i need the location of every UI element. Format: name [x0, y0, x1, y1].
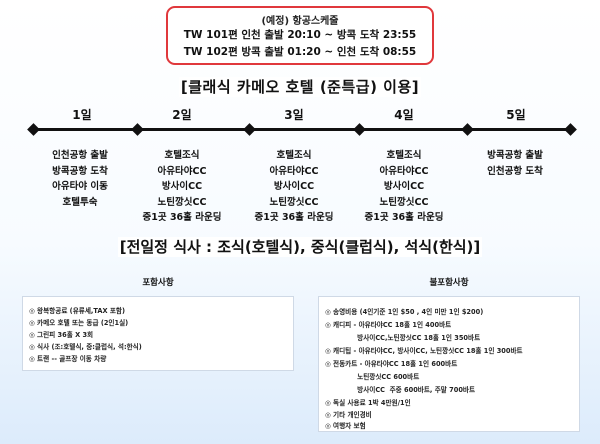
included-item: ◎ 식사 (조:호텔식, 중:클럽식, 석:한식): [29, 343, 142, 351]
flight-line-outbound: TW 101편 인천 출발 20:10 ~ 방콕 도착 23:55: [183, 29, 417, 41]
schedule-item: 중1곳 36홀 라운딩: [364, 212, 444, 223]
schedule-item: 방사이CC: [383, 181, 425, 192]
schedule-item: 방사이CC: [273, 181, 315, 192]
timeline-marker-4: [461, 123, 474, 136]
hotel-title: [클래식 카메오 호텔 (준특급) 이용]: [0, 76, 600, 97]
schedule-item: 방콕공항 출발: [487, 150, 543, 161]
day-label-5: 5일: [506, 108, 526, 122]
included-heading: 포함사항: [142, 278, 174, 288]
schedule-item: 중1곳 36홀 라운딩: [142, 212, 222, 223]
included-item: ◎ 왕복항공료 (유류세,TAX 포함): [29, 307, 126, 315]
timeline-marker-3: [353, 123, 366, 136]
flight-line-return: TW 102편 방콕 출발 01:20 ~ 인천 도착 08:55: [183, 46, 417, 58]
schedule-item: 방콕공항 도착: [52, 165, 108, 177]
day-label-1: 1일: [72, 108, 92, 122]
flight-schedule-box: (예정) 항공스케줄 TW 101편 인천 출발 20:10 ~ 방콕 도착 2…: [166, 6, 434, 65]
timeline-marker-1: [131, 123, 144, 136]
excluded-item: ◎ 송영비용 (4인기준 1인 $50 , 4인 미만 1인 $200): [325, 308, 484, 316]
meal-summary-text: [전일정 식사 : 조식(호텔식), 중식(클럽식), 석식(한식)]: [117, 237, 483, 257]
day-label-3: 3일: [284, 108, 304, 122]
day-schedule-1: 인천공항 출발 방콕공항 도착 아유타야 이동 호텔투숙: [30, 148, 130, 210]
included-item: ◎ 카메오 호텔 또는 동급 (2인1실): [29, 319, 129, 327]
meal-summary: [전일정 식사 : 조식(호텔식), 중식(클럽식), 석식(한식)]: [0, 236, 600, 257]
timeline-end-marker: [564, 123, 577, 136]
included-item: ◎ 그린피 36홀 X 3회: [29, 331, 94, 339]
schedule-item: 아유타야CC: [269, 165, 319, 177]
schedule-item: 방사이CC: [161, 181, 203, 192]
day-schedule-2: 호텔조식 아유타야CC 방사이CC 노틴깡싯CC 중1곳 36홀 라운딩: [132, 148, 232, 226]
schedule-item: 호텔투숙: [62, 196, 98, 208]
schedule-item: 노틴깡싯CC: [379, 196, 429, 208]
day-label-2: 2일: [172, 108, 192, 122]
day-label-4: 4일: [394, 108, 414, 122]
schedule-item: 인천공항 도착: [487, 165, 543, 177]
included-panel: ◎ 왕복항공료 (유류세,TAX 포함) ◎ 카메오 호텔 또는 동급 (2인1…: [22, 296, 294, 371]
schedule-item: 호텔조식: [276, 150, 312, 161]
schedule-item: 아유타야 이동: [52, 181, 108, 192]
schedule-item: 아유타야CC: [379, 165, 429, 177]
excluded-item: ◎ 캐디피 - 아유타야CC 18홀 1인 400바트: [325, 321, 452, 329]
schedule-item: 인천공항 출발: [52, 150, 108, 161]
day-schedule-3: 호텔조식 아유타야CC 방사이CC 노틴깡싯CC 중1곳 36홀 라운딩: [244, 148, 344, 226]
timeline-line: [34, 128, 570, 131]
day-schedule-4: 호텔조식 아유타야CC 방사이CC 노틴깡싯CC 중1곳 36홀 라운딩: [354, 148, 454, 226]
included-item: ◎ 트랜 -- 골프장 이동 차량: [29, 355, 107, 363]
schedule-item: 아유타야CC: [157, 165, 207, 177]
schedule-item: 중1곳 36홀 라운딩: [254, 212, 334, 223]
schedule-item: 호텔조식: [386, 150, 422, 161]
timeline-start-marker: [27, 123, 40, 136]
excluded-item: 방사이CC 주중 600바트, 주말 700바트: [325, 386, 476, 394]
excluded-panel: ◎ 송영비용 (4인기준 1인 $50 , 4인 미만 1인 $200) ◎ 캐…: [318, 296, 580, 432]
excluded-item: ◎ 기타 개인경비: [325, 411, 372, 419]
hotel-title-text: [클래식 카메오 호텔 (준특급) 이용]: [178, 77, 422, 97]
excluded-item: ◎ 여행자 보험: [325, 422, 366, 430]
excluded-item: ◎ 전동카트 - 아유타야CC 18홀 1인 600바트: [325, 360, 458, 368]
excluded-item: 노틴깡싯CC 600바트: [325, 373, 420, 381]
excluded-heading: 불포함사항: [429, 278, 469, 288]
day-schedule-5: 방콕공항 출발 인천공항 도착: [465, 148, 565, 179]
flight-schedule-title: (예정) 항공스케줄: [261, 16, 339, 27]
timeline-marker-2: [243, 123, 256, 136]
excluded-item: ◎ 캐디팁 - 아유타야CC, 방사이CC, 노틴깡싯CC 18홀 1인 300…: [325, 347, 523, 355]
schedule-item: 호텔조식: [164, 150, 200, 161]
schedule-item: 노틴깡싯CC: [269, 196, 319, 208]
excluded-item: 방사이CC,노틴깡싯CC 18홀 1인 350바트: [325, 334, 481, 342]
excluded-item: ◎ 독실 사용료 1박 4만원/1인: [325, 399, 411, 407]
schedule-item: 노틴깡싯CC: [157, 196, 207, 208]
